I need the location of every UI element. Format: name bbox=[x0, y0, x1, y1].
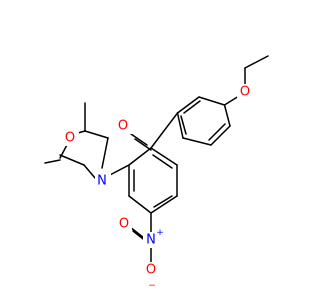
nitro-oxygen-bottom-label: O bbox=[146, 263, 156, 278]
bond bbox=[107, 164, 130, 177]
bond bbox=[182, 137, 212, 146]
morpholine-oxygen-label: O bbox=[65, 131, 75, 146]
ether-oxygen-label: O bbox=[240, 85, 250, 100]
bond bbox=[244, 55, 269, 69]
nitro-oxygen-bottom-charge: − bbox=[148, 281, 156, 291]
bond bbox=[183, 100, 201, 114]
bond bbox=[176, 112, 184, 139]
bond bbox=[176, 96, 200, 114]
nitro-nitrogen-charge: + bbox=[156, 228, 164, 238]
bond bbox=[180, 115, 187, 135]
bond bbox=[84, 130, 109, 139]
bond bbox=[223, 104, 231, 127]
atom-labels: O O O N N + O O − bbox=[63, 84, 253, 291]
bond bbox=[128, 195, 152, 214]
bond bbox=[59, 154, 85, 166]
bonds bbox=[44, 55, 269, 263]
ketone-oxygen-label: O bbox=[118, 119, 128, 134]
bond bbox=[129, 226, 145, 239]
structure-canvas: O O O N N + O O − bbox=[44, 55, 269, 291]
nitro-nitrogen-label: N bbox=[146, 233, 156, 248]
bond bbox=[152, 154, 173, 169]
bond bbox=[210, 125, 231, 146]
nitro-oxygen-top-label: O bbox=[119, 217, 129, 232]
molecule-diagram: O O O N N + O O − bbox=[44, 55, 269, 291]
bond bbox=[153, 195, 173, 208]
bond bbox=[128, 147, 152, 166]
bond bbox=[208, 123, 226, 141]
bond bbox=[150, 147, 178, 166]
bond bbox=[134, 138, 152, 151]
bond bbox=[83, 164, 96, 179]
bond bbox=[223, 95, 240, 106]
bond bbox=[44, 159, 61, 164]
morpholine-nitrogen-label: N bbox=[97, 174, 107, 189]
bond bbox=[101, 137, 109, 169]
bond bbox=[150, 112, 179, 149]
bond bbox=[198, 96, 226, 106]
bond bbox=[130, 133, 148, 146]
bond bbox=[150, 195, 178, 214]
